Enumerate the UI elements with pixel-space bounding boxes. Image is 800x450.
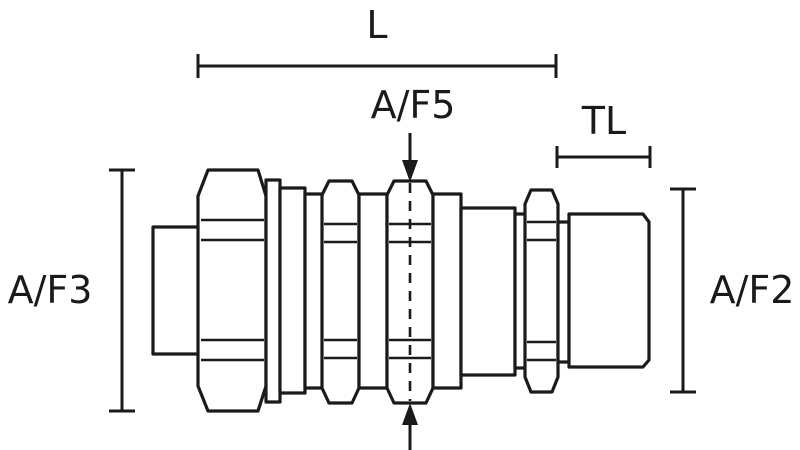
label-af5: A/F5 <box>371 83 456 127</box>
body-neck-2 <box>357 192 389 390</box>
dimension-af5: A/F5 <box>371 83 456 450</box>
dimension-af3: A/F3 <box>8 168 135 413</box>
body-shoulder-2 <box>431 192 463 390</box>
label-l: L <box>366 3 387 47</box>
large-hex-nut <box>196 168 268 413</box>
body-shoulder-1 <box>278 186 307 395</box>
hex-nut-af5 <box>385 179 435 405</box>
collar-1 <box>264 178 282 404</box>
arrow-up-icon <box>402 403 418 425</box>
label-tl: TL <box>581 99 626 143</box>
body-tube <box>459 206 517 377</box>
dimension-l: L <box>196 3 558 78</box>
label-af2: A/F2 <box>710 268 795 312</box>
hex-nut-4 <box>523 188 560 394</box>
hex-nut-2 <box>320 179 361 405</box>
dimension-af2: A/F2 <box>670 187 795 394</box>
dimension-tl: TL <box>555 99 652 168</box>
collar-3 <box>556 220 571 364</box>
arrow-down-icon <box>402 160 418 182</box>
left-spigot <box>151 225 201 356</box>
label-af3: A/F3 <box>8 268 93 312</box>
fitting-body <box>151 168 651 413</box>
threaded-end <box>567 212 651 369</box>
body-neck-1 <box>303 192 325 390</box>
